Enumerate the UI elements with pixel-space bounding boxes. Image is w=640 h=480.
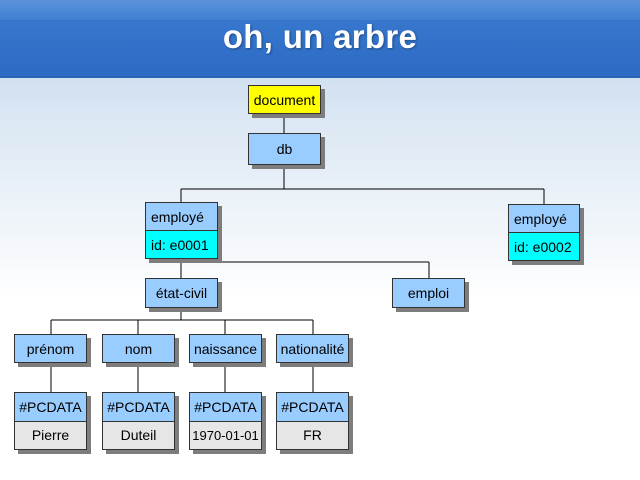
node-document-label: document <box>253 91 316 108</box>
node-naissance-type: #PCDATA <box>190 393 261 422</box>
node-nationalite: nationalité <box>276 334 349 363</box>
node-db: db <box>248 133 321 165</box>
node-naissance-pcdata: #PCDATA 1970-01-01 <box>189 392 262 450</box>
node-prenom-pcdata: #PCDATA Pierre <box>14 392 87 450</box>
node-naissance-label: naissance <box>193 340 258 357</box>
node-etat-civil: état-civil <box>145 278 218 308</box>
node-document: document <box>248 85 321 114</box>
title-bar: oh, un arbre <box>0 0 640 78</box>
node-employe-1: employé id: e0001 <box>145 202 218 259</box>
node-naissance-value: 1970-01-01 <box>190 421 261 449</box>
node-nom-label: nom <box>124 340 153 357</box>
node-nationalite-pcdata: #PCDATA FR <box>276 392 349 450</box>
node-naissance: naissance <box>189 334 262 363</box>
slide-title: oh, un arbre <box>222 18 418 55</box>
node-nom-type: #PCDATA <box>103 393 174 422</box>
node-nom-value: Duteil <box>103 421 174 449</box>
node-nom-pcdata: #PCDATA Duteil <box>102 392 175 450</box>
node-prenom: prénom <box>14 334 87 363</box>
node-prenom-label: prénom <box>26 340 75 357</box>
node-employe-2-attr: id: e0002 <box>509 233 579 260</box>
node-prenom-type: #PCDATA <box>15 393 86 422</box>
node-employe-2: employé id: e0002 <box>508 204 580 261</box>
node-employe-2-label: employé <box>509 205 579 233</box>
node-etat-civil-label: état-civil <box>155 285 208 301</box>
title-bar-highlight <box>0 0 640 20</box>
node-prenom-value: Pierre <box>15 421 86 449</box>
node-emploi-label: emploi <box>407 285 450 301</box>
node-nationalite-value: FR <box>277 421 348 449</box>
node-employe-1-attr: id: e0001 <box>146 231 217 258</box>
node-emploi: emploi <box>392 278 465 308</box>
node-db-label: db <box>276 141 293 157</box>
node-nationalite-label: nationalité <box>280 340 345 357</box>
node-nationalite-type: #PCDATA <box>277 393 348 422</box>
node-nom: nom <box>102 334 175 363</box>
node-employe-1-label: employé <box>146 203 217 231</box>
